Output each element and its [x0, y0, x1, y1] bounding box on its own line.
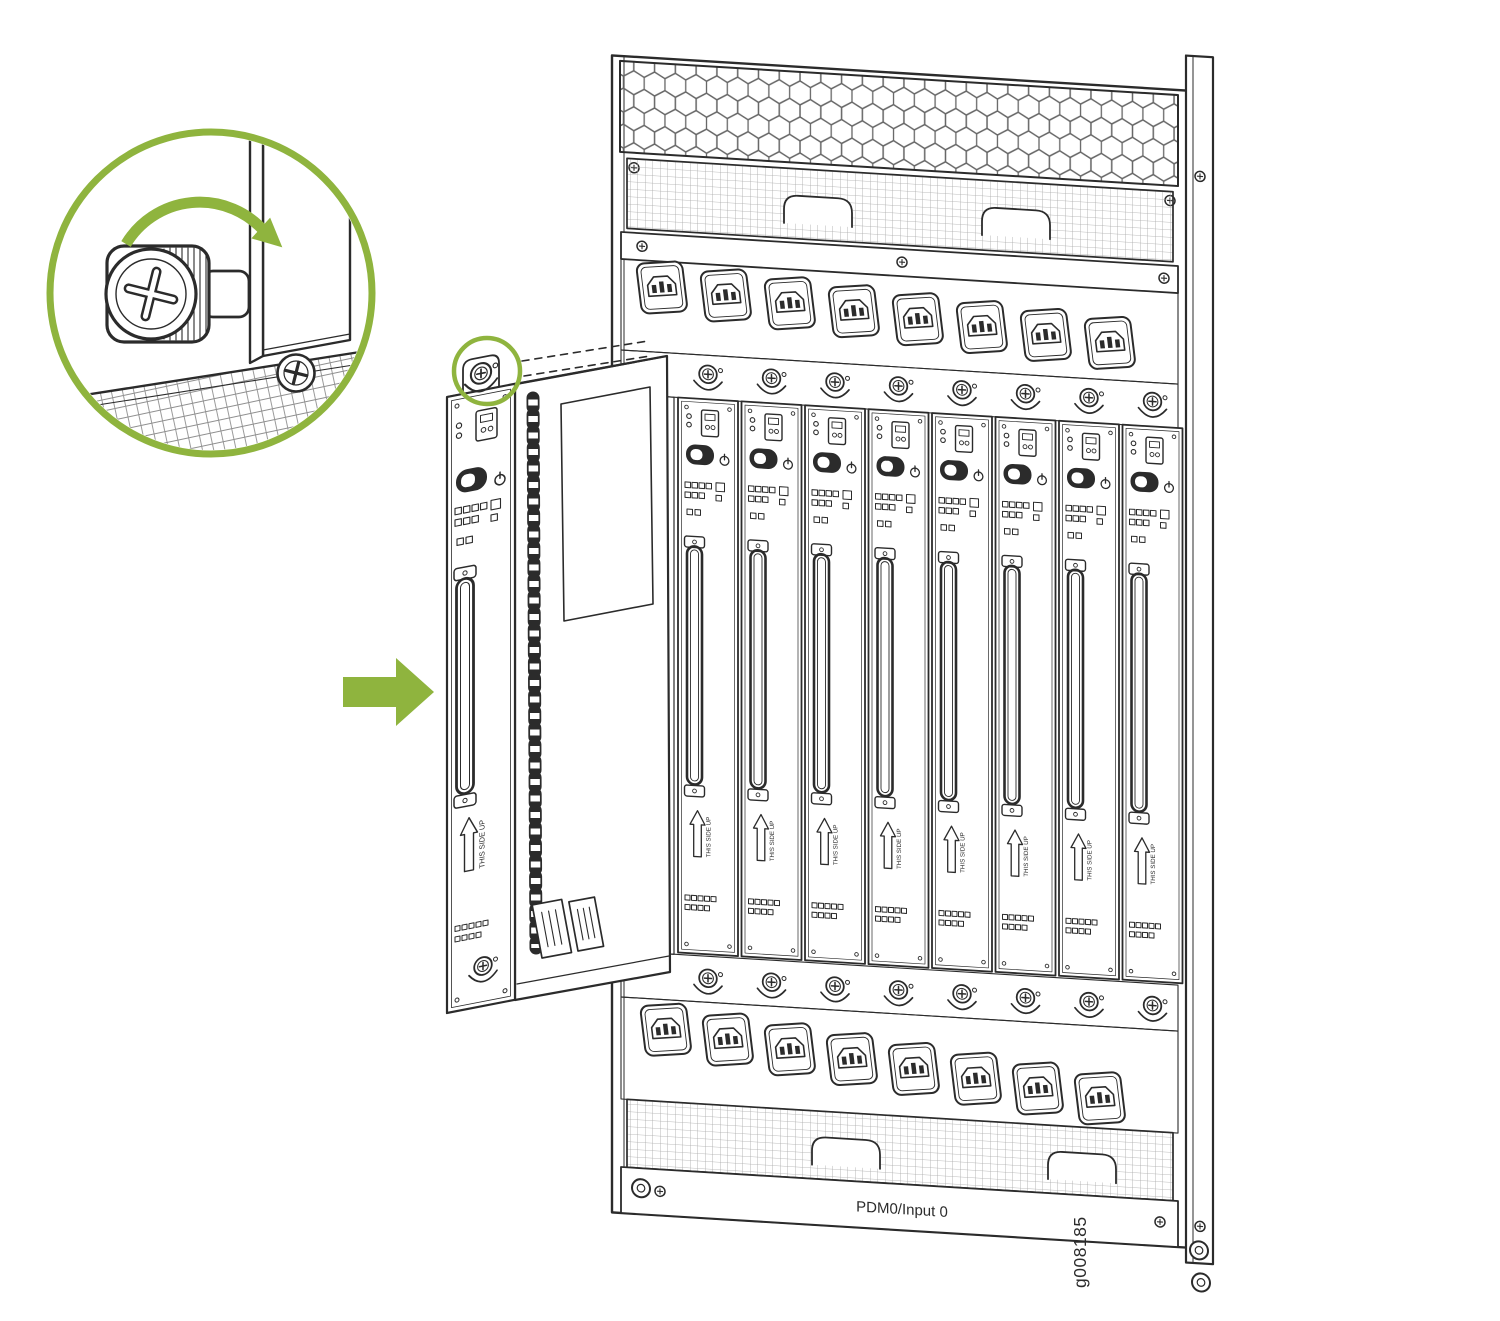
chassis-right-rail [1184, 54, 1215, 1266]
up-arrow-icon [459, 817, 479, 873]
panel-screw [1158, 272, 1170, 285]
handle-cutout [1047, 1150, 1117, 1185]
module-front-face: THIS SIDE UP [445, 354, 517, 1015]
module-rear-connector [531, 898, 573, 959]
chassis-foot [1188, 1239, 1210, 1261]
panel-screw [1154, 1215, 1166, 1229]
rotate-clockwise-arrow-icon [121, 196, 283, 248]
module-handle [453, 564, 477, 809]
detached-psu-module: THIS SIDE UP [445, 354, 672, 1015]
thumbscrew-closeup [104, 244, 251, 344]
psu-module-slot-3 [805, 405, 865, 964]
psu-module-slot-1 [678, 397, 738, 956]
module-rear-connector [568, 896, 605, 952]
psu-module-slot-5 [932, 413, 992, 972]
figure-id: g008185 [1070, 1216, 1090, 1288]
handle-cutout [981, 206, 1051, 241]
psu-module-slot-8 [1123, 425, 1183, 984]
psu-module-slot-6 [996, 417, 1056, 976]
thumbscrew-highlight-circle [451, 335, 523, 407]
panel-screw [654, 1185, 666, 1198]
rail-screw [1194, 1220, 1206, 1233]
module-side-label [560, 386, 654, 622]
bottom-bar [620, 1166, 1179, 1248]
power-icon [494, 471, 506, 486]
chassis: PDM0/Input 0 [610, 54, 1215, 1294]
pdm-input-label: PDM0/Input 0 [856, 1198, 948, 1221]
thumbscrew-callout [46, 128, 376, 458]
panel-screw [636, 240, 648, 253]
handle-cutout [811, 1135, 881, 1170]
phillips-cross-icon [123, 266, 179, 322]
module-top-connector [475, 406, 498, 442]
psu-module-slot-7 [1059, 421, 1119, 980]
this-side-up-label: THIS SIDE UP [478, 819, 487, 869]
bracket-screw [276, 353, 316, 393]
chassis-foot [1190, 1271, 1212, 1294]
psu-module-slot-4 [869, 409, 929, 968]
chassis-foot [630, 1177, 652, 1199]
this-side-up-marking: THIS SIDE UP [459, 817, 487, 873]
vent-honeycomb [619, 59, 1179, 188]
insertion-guide-dashes [521, 340, 651, 377]
panel-screw [896, 256, 908, 269]
rail-screw [1194, 170, 1206, 183]
insertion-arrow-icon [343, 658, 434, 726]
module-vent-strip [526, 391, 543, 955]
psu-module-slot-2 [742, 401, 802, 960]
handle-cutout [783, 194, 853, 229]
